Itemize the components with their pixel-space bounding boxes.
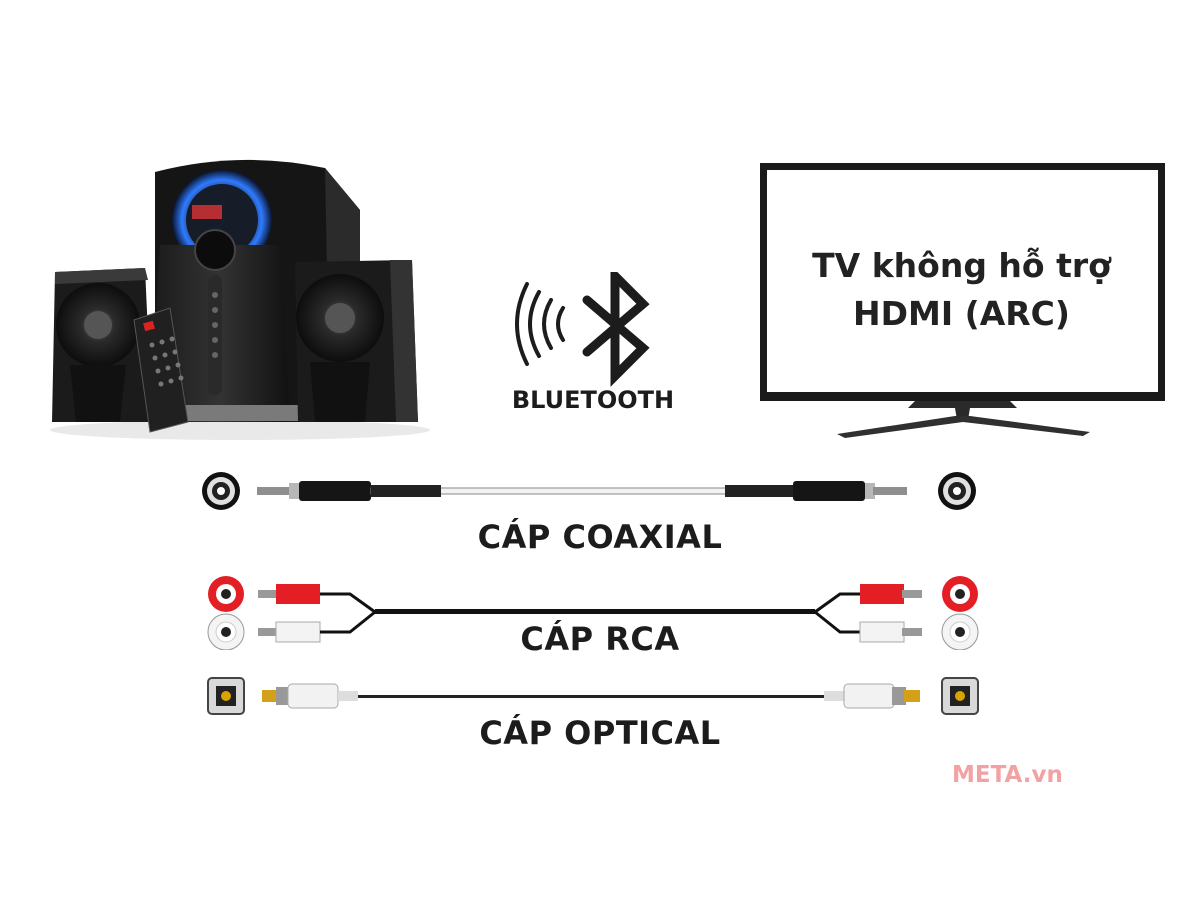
optical-plug-right-icon <box>824 683 920 709</box>
optical-cable-diagram <box>207 677 979 715</box>
bluetooth-label: BLUETOOTH <box>511 386 675 414</box>
coaxial-cable-diagram <box>202 472 976 510</box>
rca-jack-white-right-icon <box>941 613 979 650</box>
speaker-system-image <box>50 159 430 440</box>
bluetooth-icon <box>515 272 650 387</box>
coaxial-plug-right-icon <box>793 481 907 501</box>
coaxial-cable-label: CÁP COAXIAL <box>477 518 723 556</box>
tv-caption-line2: HDMI (ARC) <box>853 294 1070 333</box>
coaxial-jack-left-icon <box>202 472 240 510</box>
coaxial-plug-left-icon <box>257 481 371 501</box>
optical-plug-left-icon <box>262 683 358 709</box>
rca-jack-white-left-icon <box>207 613 245 650</box>
coaxial-jack-right-icon <box>938 472 976 510</box>
rca-jack-red-right-icon <box>942 576 978 612</box>
rca-cable-diagram <box>207 576 979 650</box>
tv-caption: TV không hỗ trợ HDMI (ARC) <box>765 242 1158 338</box>
tv-image <box>760 163 1165 438</box>
watermark-logo: META.vn <box>952 762 1063 788</box>
rca-jack-red-left-icon <box>208 576 244 612</box>
optical-cable-label: CÁP OPTICAL <box>479 714 721 752</box>
tv-caption-line1: TV không hỗ trợ <box>812 246 1111 285</box>
optical-jack-right-icon <box>941 677 979 715</box>
optical-jack-left-icon <box>207 677 245 715</box>
rca-cable-label: CÁP RCA <box>520 620 680 658</box>
